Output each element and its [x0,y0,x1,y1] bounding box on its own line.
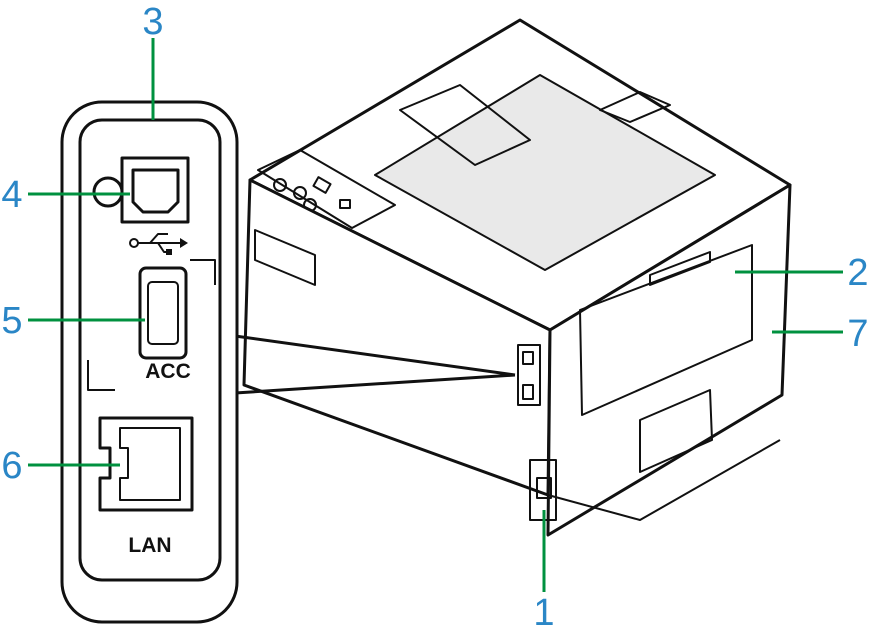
usb-icon [129,233,188,255]
usb-port [92,156,190,224]
lan-label: LAN [128,534,171,557]
port-panel: ACC LAN [60,100,239,624]
callout-7: 7 [847,313,868,355]
callout-5: 5 [1,300,22,342]
callout-1: 1 [533,592,554,634]
callout-leaders [28,38,843,592]
callout-2: 2 [847,252,868,294]
lan-port [98,416,194,512]
callout-numbers: 1 2 3 4 5 6 7 [1,1,868,634]
printer-illustration [234,18,792,537]
callout-4: 4 [1,174,22,216]
callout-6: 6 [1,445,22,487]
callout-3: 3 [142,1,163,43]
acc-label: ACC [145,360,191,383]
acc-port [87,259,216,391]
